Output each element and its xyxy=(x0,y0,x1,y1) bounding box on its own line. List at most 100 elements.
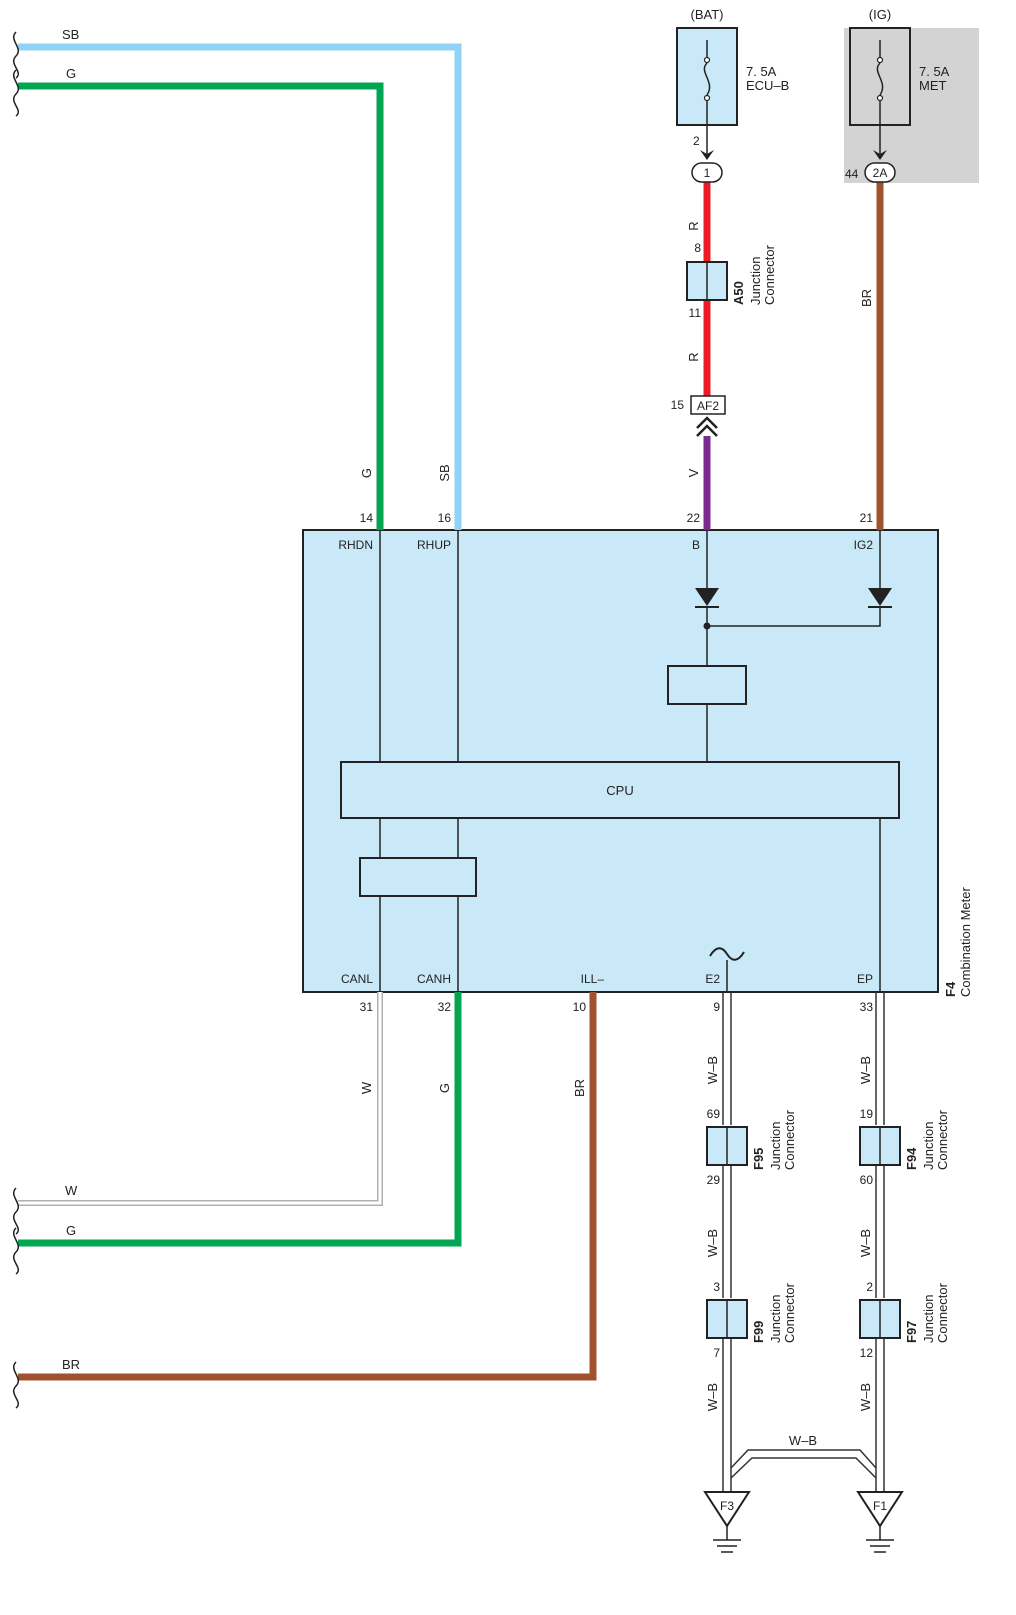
f94-pin-bot: 60 xyxy=(860,1173,874,1187)
ground-f1 xyxy=(856,1491,904,1553)
pin-rhdn-name: RHDN xyxy=(338,538,373,552)
wire-wb-ep-label-3: W–B xyxy=(858,1383,873,1411)
connector-af2-chevrons xyxy=(696,416,718,437)
diode-ig2 xyxy=(868,588,892,608)
ig-fuse-pin: 44 xyxy=(845,167,859,181)
pin-22-num: 22 xyxy=(687,511,701,525)
connector-bat-oval xyxy=(691,162,723,183)
f97-text2: Connector xyxy=(935,1282,950,1343)
ground-f3 xyxy=(703,1491,751,1553)
wire-br-bottom xyxy=(18,992,597,1381)
meter-internal-lines xyxy=(379,530,881,992)
junction-f99 xyxy=(706,1299,748,1339)
pin-32-num: 32 xyxy=(438,1000,452,1014)
wire-sb-16-label: SB xyxy=(437,464,452,481)
pin-14-num: 14 xyxy=(360,511,374,525)
f99-pin-top: 3 xyxy=(713,1280,720,1294)
f94-pin-top: 19 xyxy=(860,1107,874,1121)
f95-pin-top: 69 xyxy=(707,1107,721,1121)
wire-w-bottom xyxy=(18,992,383,1206)
f94-text2: Connector xyxy=(935,1109,950,1170)
pin-10-num: 10 xyxy=(573,1000,587,1014)
bat-fuse-pin: 2 xyxy=(693,134,700,148)
connector-arrow-ig xyxy=(873,150,887,160)
pin-e2-name: E2 xyxy=(705,972,720,986)
af2-pin: 15 xyxy=(671,398,685,412)
f97-pin-bot: 12 xyxy=(860,1346,874,1360)
bat-label: (BAT) xyxy=(691,7,724,22)
f95-text2: Connector xyxy=(782,1109,797,1170)
f99-id: F99 xyxy=(751,1321,766,1343)
f97-pin-top: 2 xyxy=(866,1280,873,1294)
wire-wb-e2-label-3: W–B xyxy=(705,1383,720,1411)
fuse-bat xyxy=(676,27,738,126)
connector-arrow-bat xyxy=(700,150,714,160)
pin-ep-name: EP xyxy=(857,972,873,986)
wire-wb-ep xyxy=(875,992,885,1492)
wire-break-marks xyxy=(13,31,19,1409)
a50-pin-bot: 11 xyxy=(689,306,702,320)
can-transceiver-block xyxy=(359,857,477,897)
wire-br-10-label: BR xyxy=(572,1079,587,1097)
wire-g-bottom-label: G xyxy=(66,1223,76,1238)
wire-v-label: V xyxy=(686,468,701,477)
ground-f1-label: F1 xyxy=(873,1499,887,1513)
connector-ig-oval xyxy=(864,162,896,183)
bat-connector-id: 1 xyxy=(704,166,711,180)
fuse-ig xyxy=(849,27,911,126)
a50-pin-top: 8 xyxy=(694,241,701,255)
f95-text1: Junction xyxy=(768,1122,783,1170)
connector-af2 xyxy=(690,395,726,415)
f95-id: F95 xyxy=(751,1148,766,1170)
junction-a50 xyxy=(686,261,728,301)
wire-wb-ep-label-1: W–B xyxy=(858,1056,873,1084)
ig-fuse-amp: 7. 5A xyxy=(919,64,950,79)
pin-9-num: 9 xyxy=(713,1000,720,1014)
f99-text2: Connector xyxy=(782,1282,797,1343)
ground-f3-label: F3 xyxy=(720,1499,734,1513)
pin-33-num: 33 xyxy=(860,1000,874,1014)
f99-text1: Junction xyxy=(768,1295,783,1343)
wire-wb-e2-label-1: W–B xyxy=(705,1056,720,1084)
junction-f94 xyxy=(859,1126,901,1166)
cpu-block xyxy=(340,761,900,819)
wire-g-top xyxy=(18,82,384,530)
junction-dot xyxy=(703,622,711,630)
wire-g-top-label: G xyxy=(66,66,76,81)
a50-id: A50 xyxy=(731,281,746,305)
wire-wb-bridge xyxy=(730,1449,877,1479)
meter-name: Combination Meter xyxy=(958,887,973,997)
pin-rhup-name: RHUP xyxy=(417,538,451,552)
wire-sb-top-label: SB xyxy=(62,27,79,42)
wire-g-bottom xyxy=(18,992,462,1247)
pin-canl-name: CANL xyxy=(341,972,373,986)
wire-sb-top xyxy=(18,43,462,530)
wire-wb-e2-label-2: W–B xyxy=(705,1229,720,1257)
wire-g-14-label: G xyxy=(359,468,374,478)
f97-text1: Junction xyxy=(921,1295,936,1343)
junction-f97 xyxy=(859,1299,901,1339)
wire-r-lower-label: R xyxy=(686,352,701,361)
pin-31-num: 31 xyxy=(360,1000,374,1014)
pin-ig2-name: IG2 xyxy=(854,538,874,552)
f94-text1: Junction xyxy=(921,1122,936,1170)
bat-fuse-name: ECU–B xyxy=(746,78,789,93)
f97-id: F97 xyxy=(904,1321,919,1343)
regulator-block xyxy=(667,665,747,705)
pin-ill-name: ILL– xyxy=(581,972,605,986)
pin-b-name: B xyxy=(692,538,700,552)
wire-r-upper-label: R xyxy=(686,221,701,230)
a50-text2: Connector xyxy=(762,244,777,305)
pin-16-num: 16 xyxy=(438,511,452,525)
f95-pin-bot: 29 xyxy=(707,1173,721,1187)
wire-w-31-label: W xyxy=(359,1081,374,1094)
ig-fuse-name: MET xyxy=(919,78,947,93)
wire-wb-ep-label-2: W–B xyxy=(858,1229,873,1257)
wire-wb-e2 xyxy=(722,992,732,1492)
f94-id: F94 xyxy=(904,1147,919,1170)
af2-id: AF2 xyxy=(697,399,719,413)
ig-connector-id: 2A xyxy=(873,166,888,180)
wire-br-bottom-label: BR xyxy=(62,1357,80,1372)
diode-b xyxy=(695,588,719,608)
